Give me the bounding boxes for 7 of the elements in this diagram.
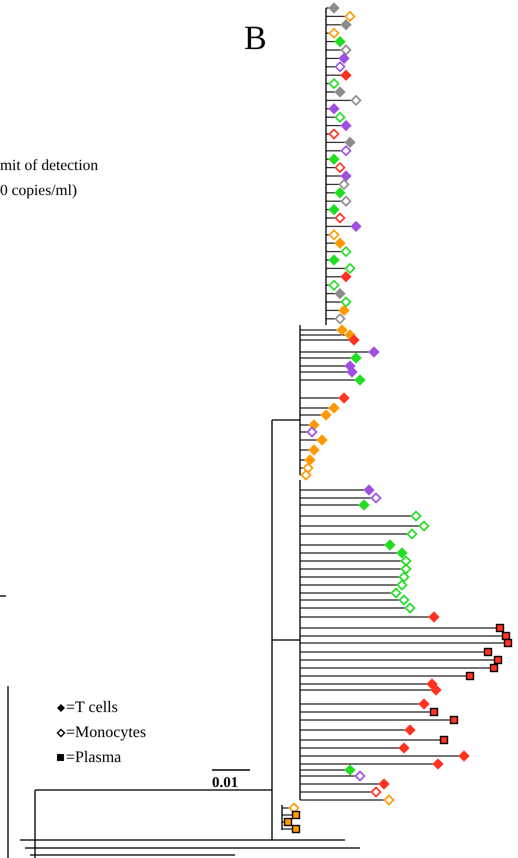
panel-letter: B	[244, 22, 267, 56]
legend-label: =Plasma	[66, 750, 122, 766]
axis-annotation: 0 copies/ml)	[0, 183, 78, 198]
legend-label: =Monocytes	[66, 725, 146, 741]
axis-annotation: mit of detection	[0, 158, 98, 174]
legend-label: =T cells	[66, 700, 118, 716]
scale-value: 0.01	[212, 776, 238, 791]
